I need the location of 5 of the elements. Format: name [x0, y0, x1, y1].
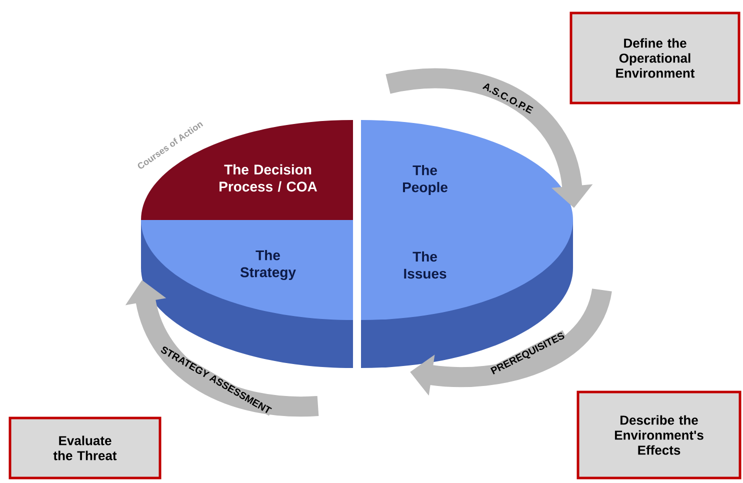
node-label: The People — [402, 164, 448, 196]
pie-slice: The People — [361, 120, 573, 220]
text-box: Describe the Environment's Effects — [576, 390, 742, 480]
text-box: Evaluate the Threat — [8, 416, 162, 480]
text-box: Define the Operational Environment — [570, 12, 740, 104]
